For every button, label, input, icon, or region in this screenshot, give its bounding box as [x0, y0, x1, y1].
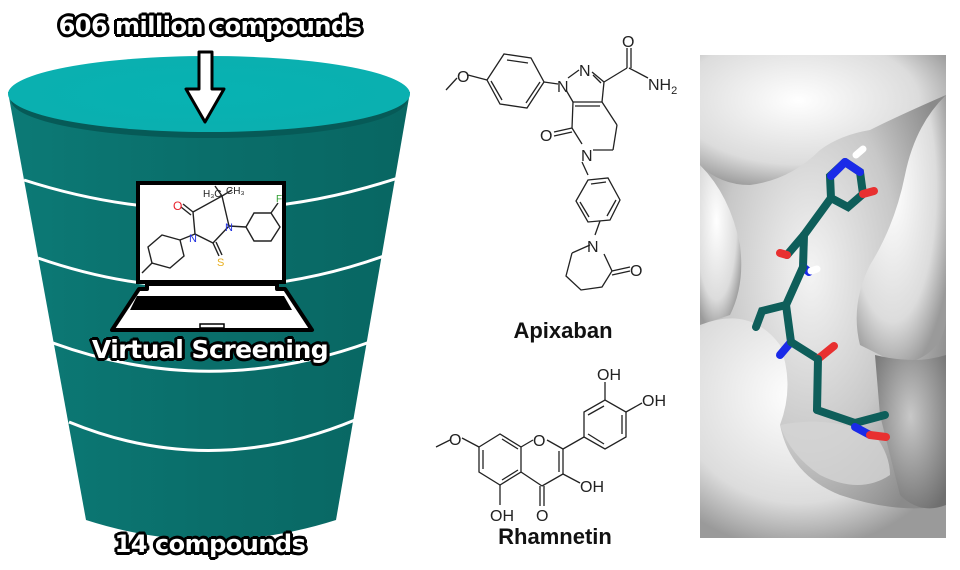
- atom-h3c: H₃C: [203, 189, 222, 200]
- funnel-band-line: [52, 340, 371, 373]
- apixaban-atom-n1: N: [557, 79, 569, 96]
- rhamnetin-atom-o-keto: O: [536, 508, 548, 525]
- rhamnetin-atom-o-ring: O: [533, 433, 545, 450]
- apixaban-atom-o-piperidinone: O: [630, 263, 642, 280]
- protein-surface-lobe: [700, 165, 742, 325]
- input-count-label: 606 million compounds: [58, 12, 362, 40]
- apixaban-atom-o-methoxy: O: [457, 69, 469, 86]
- ligand-stick-model: [752, 145, 890, 441]
- laptop-icon: H₃C CH₃ O N N S F: [110, 181, 314, 332]
- apixaban-atom-n2: N: [579, 63, 591, 80]
- apixaban-structure: O N N O NH2 O N N O: [445, 34, 677, 291]
- down-arrow-icon: [184, 50, 226, 124]
- apixaban-label: Apixaban: [513, 318, 613, 343]
- apixaban-atom-o-lactam: O: [540, 128, 552, 145]
- rhamnetin-label: Rhamnetin: [498, 524, 612, 549]
- atom-nitrogen-left: N: [189, 233, 197, 245]
- screening-funnel: H₃C CH₃ O N N S F: [8, 50, 410, 540]
- laptop-keyboard: [130, 296, 292, 310]
- funnel-band-line: [68, 418, 356, 452]
- protein-ligand-docking-view: [700, 55, 946, 538]
- rhamnetin-atom-oh-5: OH: [490, 508, 514, 525]
- virtual-screening-label: Virtual Screening: [91, 335, 329, 364]
- protein-surface-lobe: [700, 55, 946, 185]
- rhamnetin-structure: O O OH OH OH OH O: [435, 367, 666, 525]
- protein-surface-lobe: [780, 421, 890, 485]
- atom-nitrogen-right: N: [225, 222, 233, 234]
- rhamnetin-atom-oh-3prime: OH: [597, 367, 621, 384]
- apixaban-atom-n-piperidinone: N: [587, 239, 599, 256]
- screen-molecule-structure: [141, 185, 281, 274]
- apixaban-atom-o-carbonyl: O: [622, 34, 634, 51]
- atom-oxygen: O: [173, 199, 182, 213]
- protein-surface-lobe: [700, 318, 946, 538]
- laptop-trackpad-notch: [199, 323, 225, 329]
- atom-sulfur: S: [217, 257, 224, 269]
- protein-surface-lobe: [875, 355, 946, 509]
- apixaban-atom-n-lactam: N: [581, 148, 593, 165]
- output-count-label: 14 compounds: [114, 530, 306, 558]
- apixaban-atom-nh2: NH2: [648, 77, 677, 97]
- rhamnetin-atom-oh-4prime: OH: [642, 393, 666, 410]
- atom-fluorine: F: [276, 194, 282, 205]
- rhamnetin-atom-oh-3: OH: [580, 479, 604, 496]
- rhamnetin-atom-o-methoxy: O: [449, 432, 461, 449]
- atom-ch3: CH₃: [226, 186, 245, 197]
- protein-surface-lobe: [856, 95, 946, 365]
